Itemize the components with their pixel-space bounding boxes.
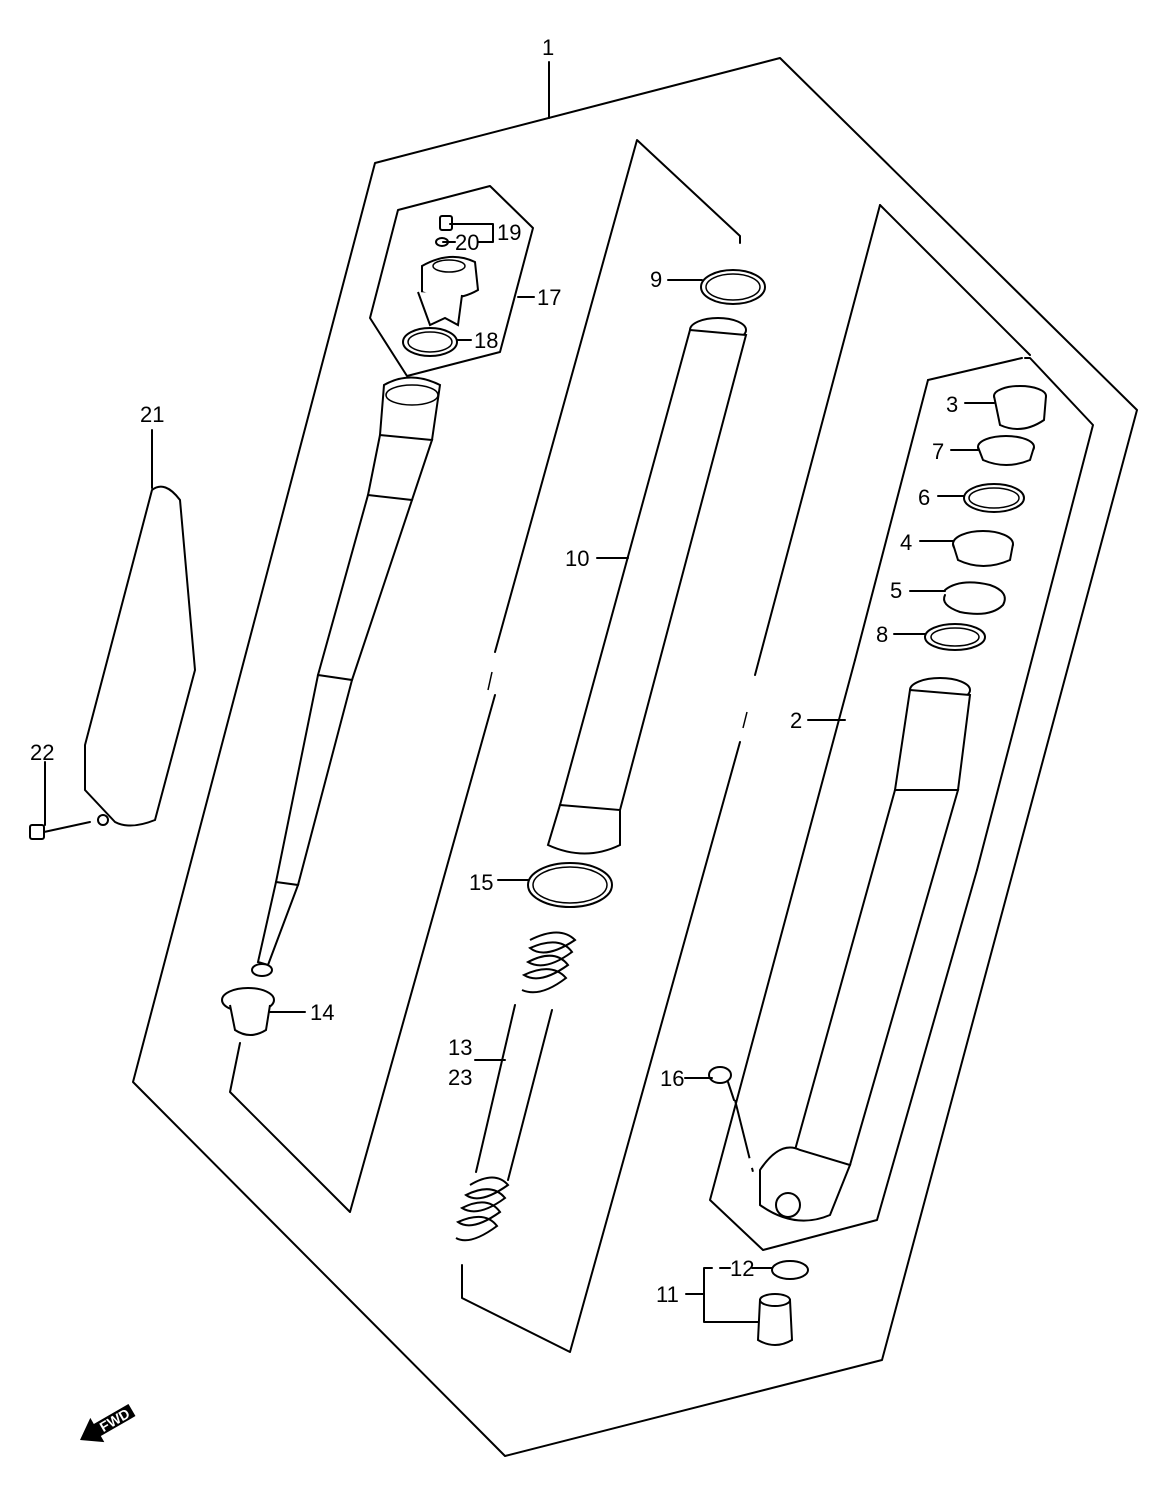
group-rod-outline <box>229 694 496 1213</box>
label-19: 19 <box>497 220 521 245</box>
outer-tube-2 <box>759 677 972 1222</box>
label-17: 17 <box>537 285 561 310</box>
o-ring-15 <box>527 862 613 908</box>
label-11: 11 <box>656 1282 679 1307</box>
label-8: 8 <box>876 622 888 647</box>
label-1: 1 <box>542 35 554 60</box>
label-16: 16 <box>660 1066 684 1091</box>
group-2-outline <box>976 357 1094 871</box>
label-2: 2 <box>790 708 802 733</box>
oil-seal-4 <box>952 530 1014 567</box>
label-10: 10 <box>565 546 589 571</box>
label-22: 22 <box>30 740 54 765</box>
o-ring-9 <box>700 269 766 305</box>
fork-guard-21 <box>84 485 197 827</box>
group-10-outline <box>494 139 741 653</box>
group-2-outline-d <box>709 659 978 1251</box>
inner-tube-10 <box>546 317 748 855</box>
assembly-1-outline <box>132 57 1138 1457</box>
group-2-outline-b <box>927 357 1023 381</box>
label-6: 6 <box>918 485 930 510</box>
label-23: 23 <box>448 1065 472 1090</box>
label-5: 5 <box>890 578 902 603</box>
dust-seal-8 <box>924 623 986 651</box>
label-13: 13 <box>448 1035 472 1060</box>
group-17-outline <box>369 185 534 377</box>
o-ring-18 <box>402 327 458 357</box>
group-10-dash-2 <box>742 711 748 729</box>
washer-6 <box>963 483 1025 513</box>
group-10-dash <box>487 671 493 691</box>
bolt-16 <box>708 1066 735 1101</box>
bushing-14 <box>221 987 275 1036</box>
label-12: 12 <box>730 1256 754 1281</box>
bolt-22 <box>29 814 109 840</box>
gasket-12 <box>771 1260 809 1280</box>
bolt-11 <box>756 1293 794 1346</box>
guide-bushing-7 <box>977 435 1035 466</box>
group-10-outline-lower <box>461 741 741 1353</box>
label-4: 4 <box>900 530 912 555</box>
group-10-rightline-b <box>754 204 881 676</box>
group-2-outline-c <box>854 379 929 661</box>
spring-13 <box>455 931 577 1242</box>
label-7: 7 <box>932 439 944 464</box>
guide-bushing-3 <box>993 385 1047 430</box>
group-10-rightline <box>879 204 1031 356</box>
label-14: 14 <box>310 1000 334 1025</box>
label-9: 9 <box>650 267 662 292</box>
label-21: 21 <box>140 402 164 427</box>
damper-cap-17 <box>417 215 480 327</box>
label-3: 3 <box>946 392 958 417</box>
damper-cylinder <box>251 376 442 977</box>
label-18: 18 <box>474 328 498 353</box>
label-15: 15 <box>469 870 493 895</box>
stopper-ring-5 <box>943 581 1006 615</box>
fwd-arrow-icon: FWD <box>80 1403 136 1443</box>
label-20: 20 <box>455 230 479 255</box>
